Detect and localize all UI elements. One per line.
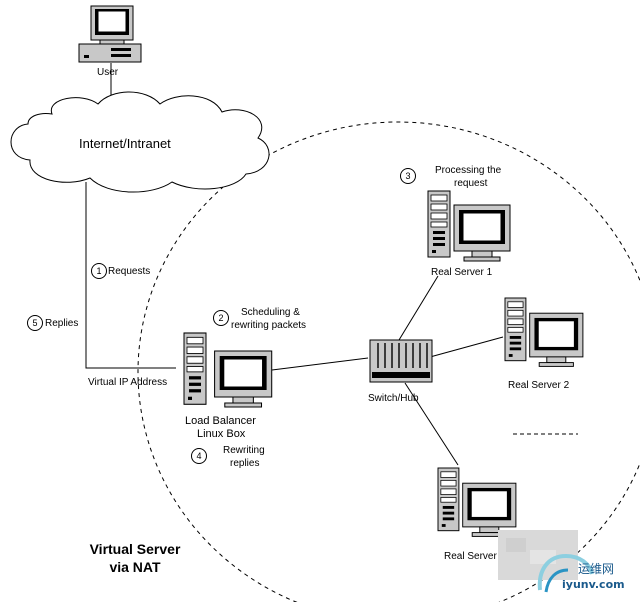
cloud-label: Internet/Intranet bbox=[79, 136, 171, 151]
user-label: User bbox=[97, 67, 119, 78]
real-server-2-label: Real Server 2 bbox=[508, 380, 570, 391]
step-1-marker: 1 bbox=[91, 263, 107, 279]
real-server-1-icon bbox=[427, 190, 511, 262]
step-3-text-line1: Processing the bbox=[435, 165, 502, 176]
step-5-marker: 5 bbox=[27, 315, 43, 331]
step-4-marker: 4 bbox=[191, 448, 207, 464]
load-balancer-icon bbox=[183, 332, 273, 408]
title-line2: via NAT bbox=[109, 559, 161, 575]
user-computer-icon bbox=[78, 5, 142, 63]
link-switch-server2 bbox=[429, 336, 504, 358]
watermark-cn-text: 运维网 bbox=[578, 562, 615, 576]
watermark-logo-icon bbox=[537, 553, 594, 593]
title-line1: Virtual Server bbox=[89, 541, 181, 557]
step-2-text-line1: Scheduling & bbox=[241, 307, 300, 318]
virtual-server-boundary bbox=[137, 121, 640, 602]
step-2-text-line2: rewriting packets bbox=[231, 320, 307, 331]
step-1-text: Requests bbox=[108, 266, 151, 277]
load-balancer-label-line1: Load Balancer bbox=[185, 415, 256, 427]
step-4-text-line1: Rewriting bbox=[223, 445, 265, 456]
link-lb-switch bbox=[271, 357, 369, 371]
step-3-text-line2: request bbox=[454, 178, 488, 189]
virtual-ip-label: Virtual IP Address bbox=[88, 377, 168, 388]
real-server-2-icon bbox=[504, 297, 584, 367]
link-cloud-vip bbox=[85, 182, 176, 369]
load-balancer-label-line2: Linux Box bbox=[197, 428, 246, 440]
step-2-marker: 2 bbox=[213, 310, 229, 326]
step-5-text: Replies bbox=[45, 318, 79, 329]
switch-hub-label: Switch/Hub bbox=[368, 393, 419, 404]
watermark-url-text: iyunv.com bbox=[562, 578, 625, 591]
switch-hub-icon bbox=[369, 339, 433, 383]
real-server-1-label: Real Server 1 bbox=[431, 267, 493, 278]
link-switch-servern bbox=[404, 382, 459, 466]
internet-cloud bbox=[10, 91, 270, 193]
link-switch-server1 bbox=[398, 275, 439, 341]
real-server-n-icon bbox=[437, 467, 517, 537]
step-4-text-line2: replies bbox=[230, 458, 260, 469]
real-server-n-label: Real Server bbox=[444, 551, 497, 562]
step-3-marker: 3 bbox=[400, 168, 416, 184]
